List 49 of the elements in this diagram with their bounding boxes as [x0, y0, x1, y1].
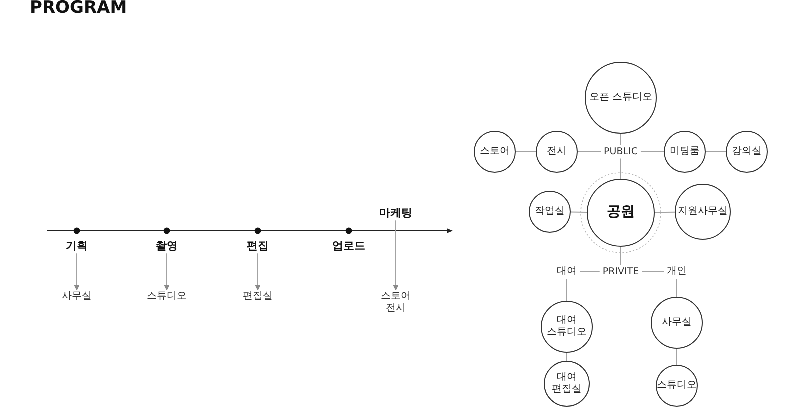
connector-line [620, 134, 622, 146]
room-circle [474, 131, 516, 173]
connector-line [566, 352, 568, 362]
step-label: 기획 [63, 238, 91, 254]
room-circle [656, 365, 698, 407]
room-label: 강의실 [732, 146, 762, 158]
room-label: 오픈 스튜디오 [589, 92, 653, 104]
connector-line [676, 348, 678, 366]
room-label: 전시 [547, 146, 567, 158]
arrow [393, 220, 399, 290]
room-label: 사무실 [662, 316, 692, 330]
room-circle [536, 131, 578, 173]
step-label: 편집 [244, 238, 272, 254]
room-label: 공원 [607, 204, 635, 222]
step-label: 마케팅 [376, 205, 416, 221]
center-circle [587, 179, 655, 247]
room-circle [726, 131, 768, 173]
room-label: 스토어 [480, 146, 510, 158]
room-label: 사무실 [59, 290, 95, 304]
category-label: PUBLIC [601, 145, 641, 159]
connector-line [654, 212, 676, 214]
room-circle [529, 191, 571, 233]
room-label: 스튜디오 [144, 290, 190, 304]
connector-line [676, 278, 678, 298]
room-label: 편집실 [240, 290, 276, 304]
category-label: PRIVITE [600, 265, 642, 279]
connector-line [570, 212, 588, 214]
room-label: 작업실 [535, 206, 565, 218]
connector-line [566, 278, 568, 302]
room-circle [541, 301, 593, 353]
room-label: 대여 스튜디오 [546, 314, 588, 340]
arrow [255, 253, 261, 290]
room-label: 스토어 전시 [375, 290, 417, 316]
room-label: 스튜디오 [657, 380, 697, 392]
connector-line [620, 158, 622, 180]
room-circle [544, 361, 590, 407]
room-label: 미팅룸 [670, 146, 700, 158]
room-circle [651, 297, 703, 349]
connector-line [620, 246, 622, 266]
step-label: 업로드 [332, 238, 366, 254]
room-label: 지원사무실 [678, 206, 728, 218]
arrow [74, 253, 80, 290]
category-label: 개인 [664, 265, 690, 279]
arrow [164, 253, 170, 290]
room-label: 대여 편집실 [551, 372, 583, 396]
room-circle [664, 131, 706, 173]
diagram-title: PROGRAM [30, 0, 128, 18]
category-label: 대여 [554, 265, 580, 279]
step-label: 촬영 [153, 238, 181, 254]
